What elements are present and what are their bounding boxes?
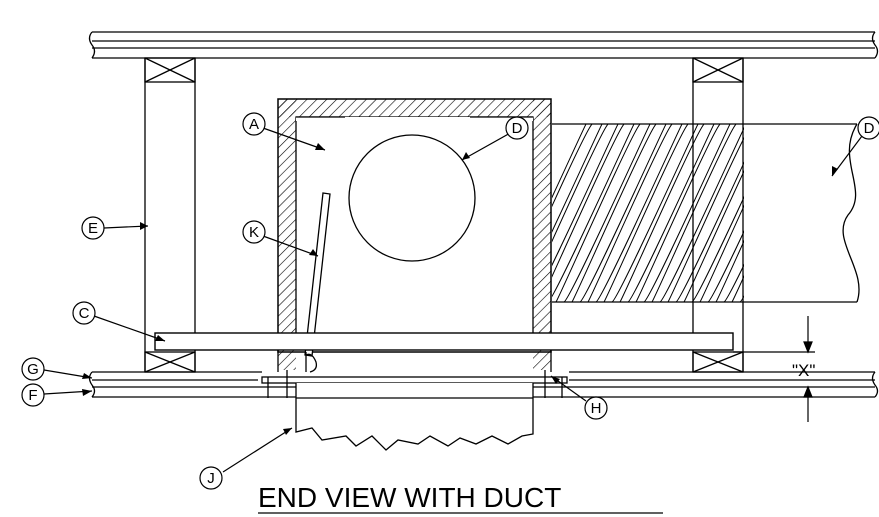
duct-coil [552,124,587,199]
left-joist [144,57,196,373]
dimension-x-label: "X" [792,361,815,380]
svg-text:F: F [28,387,37,404]
callout-F: F [21,383,45,407]
duct-coil [667,137,744,302]
duct-coil [552,124,603,233]
duct-coil [756,124,842,302]
duct-coil [748,124,832,302]
svg-text:K: K [249,224,259,241]
callout-D-duct: D [857,116,879,140]
drawing-title: END VIEW WITH DUCT [258,482,561,513]
duct-coil [611,124,699,302]
duct-coil [595,124,683,302]
callout-A: A [242,112,266,136]
duct-coil [563,124,651,302]
duct-coil [683,170,744,302]
callout-H: H [584,396,608,420]
callout-E: E [81,216,105,240]
lower-box-walls [277,350,552,373]
plenum-box [277,98,552,353]
svg-text:E: E [88,220,98,237]
duct-coil [552,124,625,278]
duct-coil [571,124,657,302]
duct-collar-circle [348,134,476,262]
svg-text:D: D [512,120,523,137]
svg-text:H: H [591,400,602,417]
callout-C: C [72,301,96,325]
leader-arrowheads [82,143,838,435]
damper-blade [304,192,331,357]
duct-coil [635,124,721,302]
duct-coil [659,127,744,302]
callout-J: J [199,466,223,490]
svg-text:D: D [864,120,875,137]
duct-coil [699,204,744,302]
duct-coil [691,196,744,302]
support-rail [154,332,734,351]
duct-coil [627,124,715,302]
duct-coil [675,161,744,302]
svg-text:A: A [249,116,259,133]
duct-coil [579,124,667,302]
duct-coil [555,124,641,302]
duct-below [295,383,534,451]
duct-coil [715,239,744,302]
duct-coil [552,124,619,267]
duct-coil [731,275,744,302]
callout-D-grille: D [505,116,529,140]
duct-coil [552,124,609,243]
duct-coil [619,124,705,302]
duct-coil [603,124,689,302]
flex-duct [552,123,860,303]
top-beam [88,31,879,59]
duct-coil [552,124,635,298]
duct-coil [739,295,744,302]
duct-coil [723,263,744,302]
duct-coil [643,124,731,302]
duct-coil [707,230,744,302]
duct-coil [587,124,673,302]
dimension-x [733,316,815,422]
svg-text:C: C [79,305,90,322]
duct-coil [651,124,737,302]
callout-G: G [21,357,45,381]
duct-coil [764,124,848,302]
svg-text:G: G [27,361,39,378]
duct-coil [772,124,858,302]
callout-K: K [242,220,266,244]
right-joist [692,57,744,373]
svg-text:J: J [207,470,215,487]
duct-coil [552,124,593,208]
